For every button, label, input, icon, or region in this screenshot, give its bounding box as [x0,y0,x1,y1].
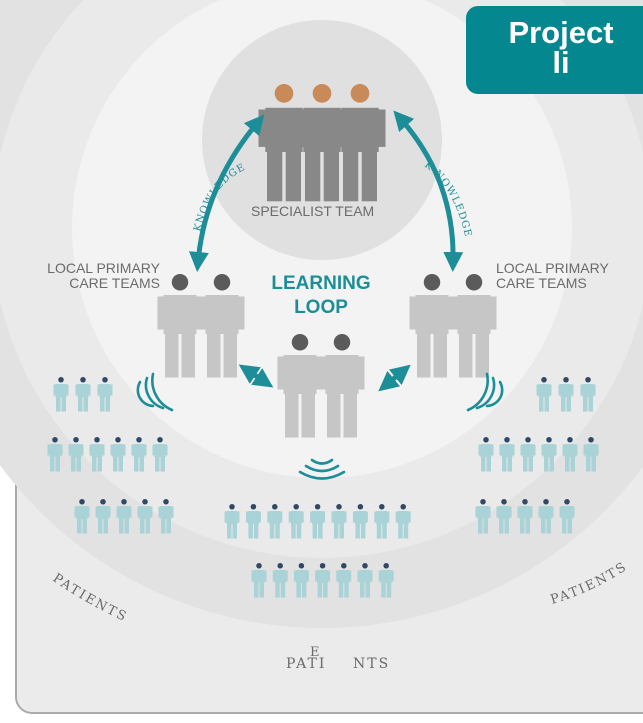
care-team-figure [319,334,365,438]
patient-figure [224,504,240,539]
banner-line1: Project [508,15,614,50]
loop-arrow-left [238,364,274,388]
care-team-figure [409,274,455,378]
patients-bottom-part1: PATI [286,656,326,672]
local-left-line2: CARE TEAMS [69,275,160,291]
patient-figure [47,437,63,472]
care-team-figure [199,274,245,378]
patient-figure [53,377,69,412]
patient-figure [336,563,352,598]
patients-bottom-row-2 [251,563,394,598]
patient-figure [68,437,84,472]
patients-left-row-3 [74,499,174,534]
patient-figure [562,437,578,472]
signal-waves [136,372,504,480]
patient-figure [520,437,536,472]
patient-figure [137,499,153,534]
specialist-team-label: SPECIALIST TEAM [251,203,375,219]
care-team-figure [451,274,497,378]
banner-line2: li [552,45,570,80]
patient-figure [395,504,411,539]
knowledge-arrows [188,110,464,392]
care-team-figure [277,334,323,438]
patients-right-row-1 [536,377,596,412]
patient-figure [538,499,554,534]
patients-bottom-part2: NTS [353,656,390,672]
care-team-figure [157,274,203,378]
patients-right-row-2 [478,437,599,472]
patient-figure [293,563,309,598]
patient-figure [580,377,596,412]
patient-figure [536,377,552,412]
patients-bottom-e: E [310,645,322,660]
patient-figure [357,563,373,598]
patient-figure [272,563,288,598]
patient-figure [310,504,326,539]
learning-loop-line2: LOOP [294,297,348,318]
signal-wave-right [466,372,504,412]
specialist-figure [334,84,386,202]
patient-figure [267,504,283,539]
patient-figure [116,499,132,534]
local-team-left [157,274,245,378]
patient-figure [517,499,533,534]
patients-right-row-3 [475,499,575,534]
patient-figure [541,437,557,472]
patient-figure [378,563,394,598]
patient-figure [110,437,126,472]
local-right-line2: CARE TEAMS [496,275,587,291]
patient-figure [496,499,512,534]
local-left-line1: LOCAL PRIMARY [47,260,160,276]
local-team-right [409,274,497,378]
patients-label-bottom: PATI NTS E [286,645,397,672]
patient-figure [315,563,331,598]
patient-figure [288,504,304,539]
patient-figure [475,499,491,534]
patient-figure [74,499,90,534]
project-banner: Project li [466,6,643,94]
patients-left-row-1 [53,377,113,412]
knowledge-arrow-right [393,110,464,272]
patient-figure [374,504,390,539]
patient-figure [245,504,261,539]
patient-figure [352,504,368,539]
patient-figure [97,377,113,412]
patient-figure [131,437,147,472]
patient-figure [558,377,574,412]
local-teams-label-right: LOCAL PRIMARY CARE TEAMS [496,261,636,291]
signal-wave-left [136,372,174,412]
learning-loop-label: LEARNING LOOP [258,272,384,320]
local-teams-label-left: LOCAL PRIMARY CARE TEAMS [30,261,160,291]
learning-loop-line1: LEARNING [271,273,371,294]
patient-figure [478,437,494,472]
local-right-line1: LOCAL PRIMARY [496,260,609,276]
patient-figure [75,377,91,412]
patient-figure [583,437,599,472]
loop-team [277,334,365,438]
patients-left-row-2 [47,437,168,472]
patient-figure [95,499,111,534]
knowledge-arrow-left [188,114,265,272]
signal-wave-bottom [298,458,346,480]
patient-figure [152,437,168,472]
patients-bottom-row-1 [224,504,411,539]
patient-figure [331,504,347,539]
patient-figure [89,437,105,472]
loop-arrow-right [378,364,411,392]
patient-figure [559,499,575,534]
patient-figure [499,437,515,472]
patient-figure [158,499,174,534]
patient-figure [251,563,267,598]
